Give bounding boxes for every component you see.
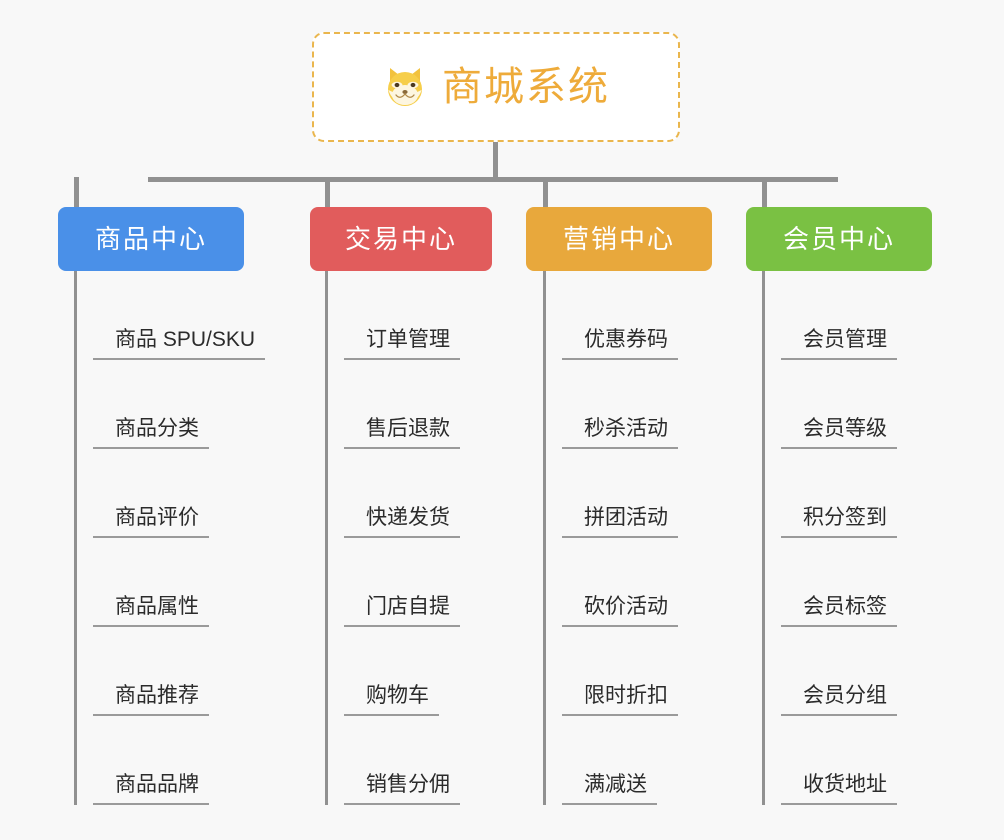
leaf-item-label: 商品推荐: [93, 683, 209, 716]
leaf-item[interactable]: 收货地址: [781, 716, 932, 805]
category-column-trade: 交易中心 订单管理售后退款快递发货门店自提购物车销售分佣: [310, 207, 492, 805]
leaf-item-label: 拼团活动: [562, 505, 678, 538]
leaf-item[interactable]: 商品品牌: [93, 716, 244, 805]
leaf-list-marketing: 优惠券码秒杀活动拼团活动砍价活动限时折扣满减送: [543, 271, 712, 805]
leaf-item[interactable]: 会员标签: [781, 538, 932, 627]
leaf-item[interactable]: 会员管理: [781, 271, 932, 360]
leaf-item-label: 门店自提: [344, 594, 460, 627]
leaf-item-label: 商品评价: [93, 505, 209, 538]
connector-drop-4: [762, 177, 767, 207]
leaf-item[interactable]: 快递发货: [344, 449, 492, 538]
leaf-item-label: 商品属性: [93, 594, 209, 627]
category-header-member[interactable]: 会员中心: [746, 207, 932, 271]
leaf-item-label: 砍价活动: [562, 594, 678, 627]
leaf-item[interactable]: 售后退款: [344, 360, 492, 449]
leaf-item-label: 收货地址: [781, 772, 897, 805]
root-title: 商城系统: [442, 65, 610, 109]
leaf-item[interactable]: 砍价活动: [562, 538, 712, 627]
leaf-item-label: 会员管理: [781, 327, 897, 360]
leaf-item-label: 优惠券码: [562, 327, 678, 360]
leaf-item[interactable]: 会员等级: [781, 360, 932, 449]
leaf-item[interactable]: 满减送: [562, 716, 712, 805]
leaf-item-label: 快递发货: [344, 505, 460, 538]
leaf-item-label: 订单管理: [344, 327, 460, 360]
category-header-trade[interactable]: 交易中心: [310, 207, 492, 271]
leaf-item[interactable]: 会员分组: [781, 627, 932, 716]
leaf-item[interactable]: 商品分类: [93, 360, 244, 449]
category-column-product: 商品中心 商品 SPU/SKU 商品分类商品评价商品属性商品推荐商品品牌: [58, 207, 266, 805]
leaf-item[interactable]: 商品 SPU/SKU: [93, 271, 266, 360]
leaf-item[interactable]: 购物车: [344, 627, 492, 716]
category-header-product[interactable]: 商品中心: [58, 207, 244, 271]
leaf-item-label: 商品分类: [93, 416, 209, 449]
connector-drop-1: [74, 177, 79, 207]
leaf-item-label: 会员分组: [781, 683, 897, 716]
category-label: 营销中心: [562, 224, 675, 254]
connector-horizontal-bus: [148, 177, 838, 182]
leaf-item-label: 秒杀活动: [562, 416, 678, 449]
leaf-item[interactable]: 商品评价: [93, 449, 244, 538]
connector-drop-2: [325, 177, 330, 207]
leaf-item-label: 购物车: [344, 683, 439, 716]
category-column-member: 会员中心 会员管理会员等级积分签到会员标签会员分组收货地址: [746, 207, 932, 805]
shiba-dog-face-icon: [382, 64, 428, 110]
leaf-item[interactable]: 秒杀活动: [562, 360, 712, 449]
category-label: 交易中心: [344, 224, 457, 254]
leaf-item[interactable]: 积分签到: [781, 449, 932, 538]
leaf-item-label: 会员标签: [781, 594, 897, 627]
connector-drop-3: [543, 177, 548, 207]
leaf-item[interactable]: 商品属性: [93, 538, 244, 627]
root-node[interactable]: 商城系统: [312, 32, 680, 142]
leaf-item[interactable]: 订单管理: [344, 271, 492, 360]
leaf-item-label: 售后退款: [344, 416, 460, 449]
category-column-marketing: 营销中心 优惠券码秒杀活动拼团活动砍价活动限时折扣满减送: [526, 207, 712, 805]
leaf-item-label: 满减送: [562, 772, 657, 805]
leaf-item-label: 商品 SPU/SKU: [93, 327, 266, 360]
category-label: 商品中心: [94, 224, 207, 254]
leaf-list-member: 会员管理会员等级积分签到会员标签会员分组收货地址: [762, 271, 932, 805]
leaf-item-label: 会员等级: [781, 416, 897, 449]
leaf-item-label: 销售分佣: [344, 772, 460, 805]
leaf-item[interactable]: 门店自提: [344, 538, 492, 627]
leaf-list-trade: 订单管理售后退款快递发货门店自提购物车销售分佣: [325, 271, 492, 805]
category-label: 会员中心: [782, 224, 895, 254]
leaf-item-label: 限时折扣: [562, 683, 678, 716]
connector-root-stem: [493, 142, 498, 179]
leaf-item[interactable]: 拼团活动: [562, 449, 712, 538]
leaf-item[interactable]: 优惠券码: [562, 271, 712, 360]
leaf-item[interactable]: 商品推荐: [93, 627, 244, 716]
leaf-item-label: 积分签到: [781, 505, 897, 538]
leaf-list-product: 商品 SPU/SKU 商品分类商品评价商品属性商品推荐商品品牌: [74, 271, 266, 805]
category-header-marketing[interactable]: 营销中心: [526, 207, 712, 271]
leaf-item[interactable]: 限时折扣: [562, 627, 712, 716]
leaf-item-label: 商品品牌: [93, 772, 209, 805]
leaf-item[interactable]: 销售分佣: [344, 716, 492, 805]
